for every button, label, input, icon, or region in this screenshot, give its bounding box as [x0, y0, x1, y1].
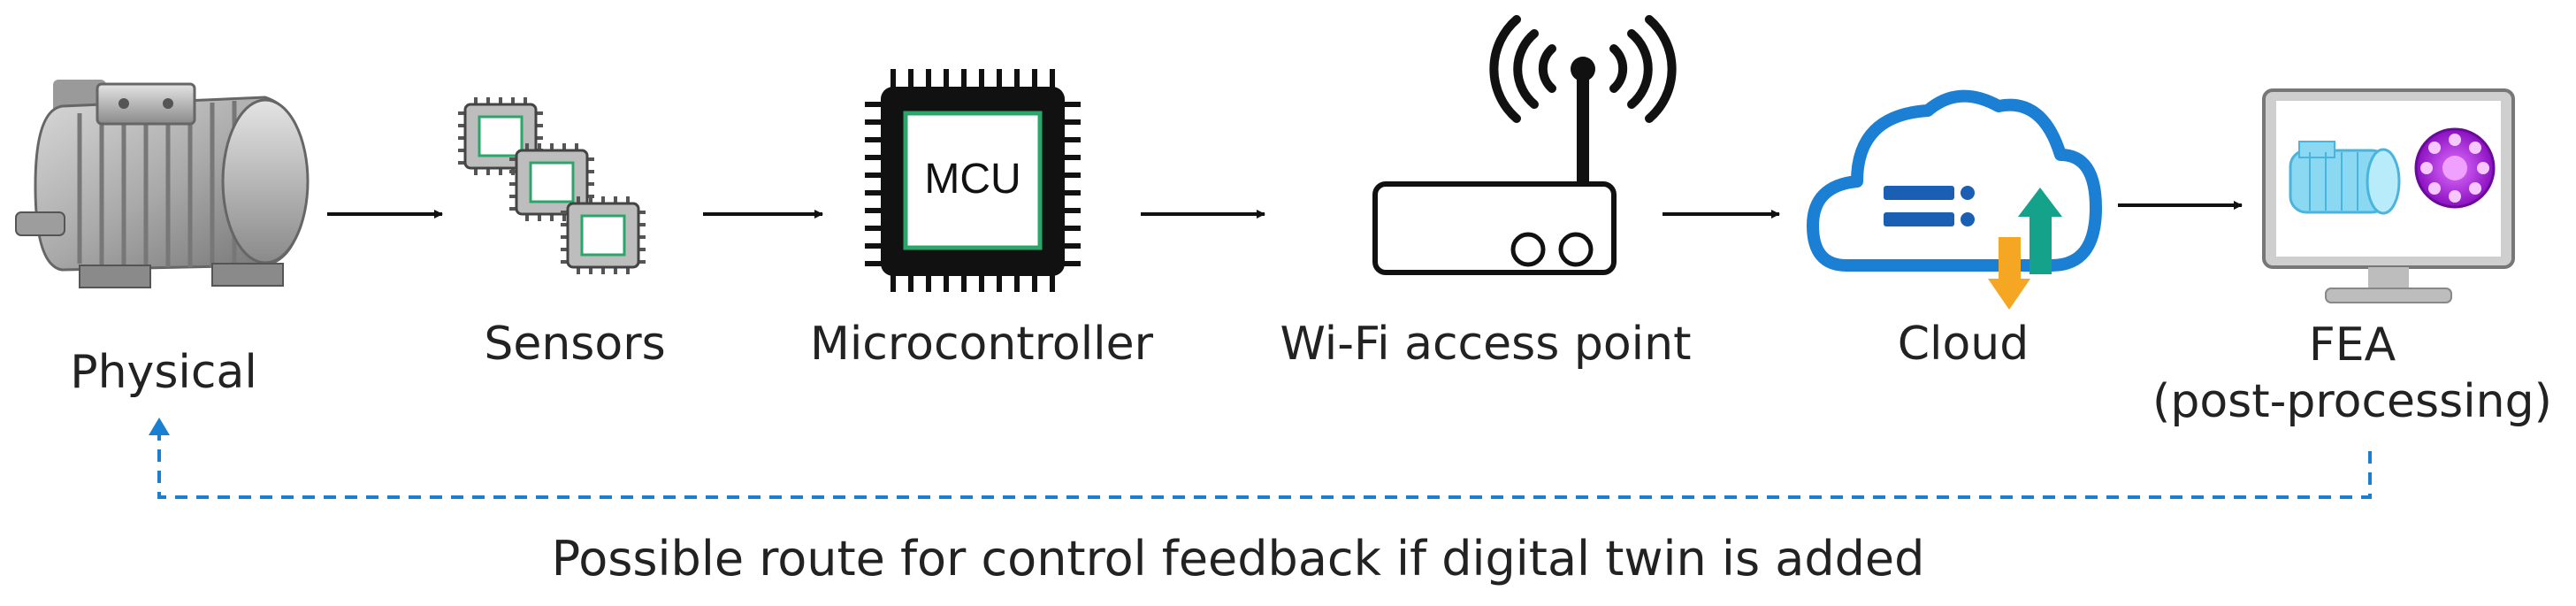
- monitor-fea-icon: [2262, 88, 2515, 303]
- mcu-chip-icon: MCU: [865, 69, 1081, 292]
- sensors-label: Sensors: [484, 318, 666, 371]
- wifi-label: Wi-Fi access point: [1280, 318, 1692, 371]
- cloud-label: Cloud: [1897, 318, 2029, 371]
- fea-label-line1: FEA: [2308, 318, 2396, 372]
- wifi-router-icon: [1372, 15, 1677, 275]
- fea-rotor-render: [2414, 127, 2496, 209]
- microcontroller-label: Microcontroller: [809, 318, 1154, 371]
- mcu-chip-text: MCU: [924, 156, 1020, 203]
- fea-label: FEA (post-processing): [2140, 317, 2565, 430]
- fea-motor-render: [2289, 141, 2401, 215]
- physical-label: Physical: [70, 346, 257, 399]
- feedback-route: [149, 418, 2372, 499]
- cloud-server-icon: [1807, 89, 2102, 310]
- electric-motor-icon: [15, 80, 310, 288]
- fea-label-line2: (post-processing): [2152, 375, 2552, 428]
- sensor-chips-icon: [458, 97, 646, 274]
- feedback-label: Possible route for control feedback if d…: [551, 531, 1925, 587]
